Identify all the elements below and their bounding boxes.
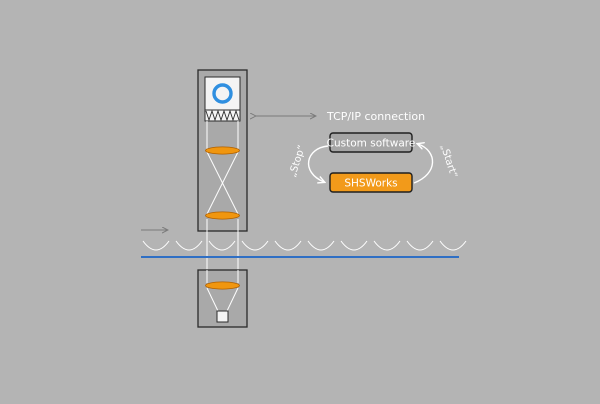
beam-path-upper bbox=[206, 121, 239, 215]
lens-upper-2 bbox=[205, 211, 240, 220]
shsworks-box bbox=[329, 172, 413, 193]
ring-sensor-icon bbox=[212, 83, 233, 104]
custom-software-box bbox=[329, 132, 413, 153]
sensor-head bbox=[204, 76, 241, 111]
sample-arcs bbox=[142, 240, 467, 251]
start-label: „Start“ bbox=[438, 143, 459, 179]
stop-arrow bbox=[307, 145, 329, 182]
light-source bbox=[216, 310, 229, 323]
beam-path-middle bbox=[206, 219, 239, 279]
custom-software-label: Custom software bbox=[327, 138, 416, 150]
microlens-zigzag bbox=[205, 109, 240, 122]
start-arrow bbox=[413, 144, 434, 184]
lens-upper-1 bbox=[205, 146, 240, 155]
beam-path-lower bbox=[206, 270, 239, 312]
stop-label: „Stop“ bbox=[287, 144, 308, 179]
shsworks-label: SHSWorks bbox=[344, 178, 397, 190]
lens-lower bbox=[205, 281, 240, 290]
connection-label: TCP/IP connection bbox=[326, 110, 425, 123]
